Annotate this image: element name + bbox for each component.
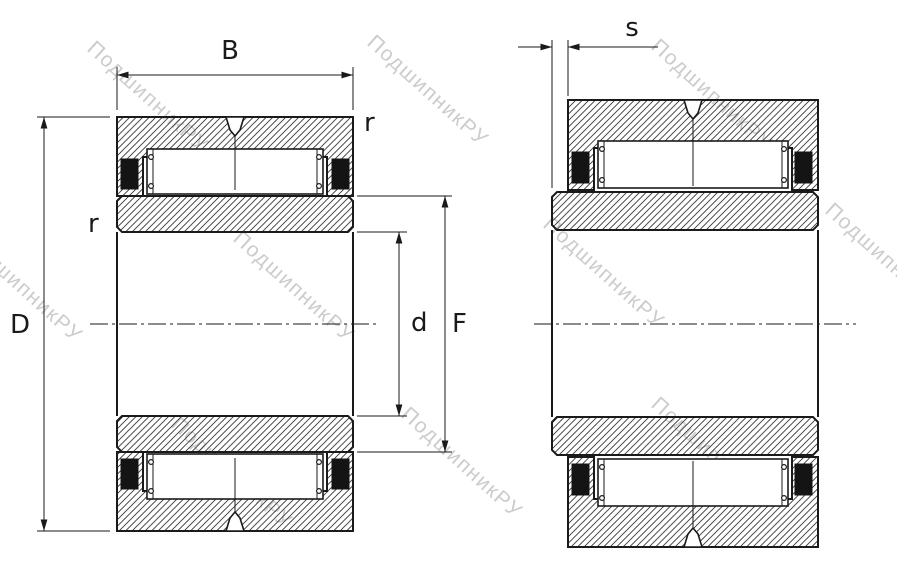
dimension-D: D xyxy=(10,116,110,532)
lube-groove-top xyxy=(682,99,704,121)
cage-pin-icon xyxy=(316,488,323,495)
lube-groove-bottom xyxy=(682,526,704,548)
lube-groove-bottom xyxy=(224,510,246,532)
label-d: d xyxy=(411,308,428,338)
dimension-s: s xyxy=(518,13,658,188)
cage-pin-icon xyxy=(148,459,155,466)
cage-pin-icon xyxy=(598,495,605,502)
watermark-text: ПодшипникРУ xyxy=(363,31,493,151)
cage-pin-icon xyxy=(780,495,787,502)
cage-pin-icon xyxy=(316,183,323,190)
left-view xyxy=(90,116,380,532)
inner-ring-bottom-section xyxy=(116,415,354,453)
extension-lines-F xyxy=(357,195,452,453)
label-r-inner: r xyxy=(88,209,99,239)
cage-pin-icon xyxy=(780,146,787,153)
label-D: D xyxy=(10,310,30,340)
cage-pin-icon xyxy=(148,488,155,495)
seal-top-right xyxy=(794,151,813,184)
seal-bottom-left xyxy=(120,458,139,490)
seal-top-left xyxy=(571,151,590,184)
inner-ring-bottom-section xyxy=(551,416,819,456)
label-B: B xyxy=(221,36,239,66)
seal-bottom-left xyxy=(571,463,590,496)
cage-pin-icon xyxy=(316,459,323,466)
cage-pin-icon xyxy=(148,154,155,161)
inner-ring-top-section xyxy=(551,191,819,231)
dimension-B: B xyxy=(116,36,354,110)
cage-pin-icon xyxy=(148,183,155,190)
cage-pin-icon xyxy=(780,177,787,184)
watermark-text: ПодшипникРУ xyxy=(821,199,897,319)
extension-lines-s xyxy=(551,40,569,188)
seal-top-right xyxy=(331,158,350,190)
label-F: F xyxy=(452,309,467,339)
right-view xyxy=(534,99,856,548)
dimension-F: F xyxy=(357,195,467,453)
label-s: s xyxy=(625,13,639,43)
dimension-d: d xyxy=(357,231,428,417)
seal-bottom-right xyxy=(331,458,350,490)
cage-pin-icon xyxy=(780,464,787,471)
cage-pin-icon xyxy=(598,464,605,471)
label-r-outer: r xyxy=(364,108,375,138)
cage-pin-icon xyxy=(598,177,605,184)
seal-bottom-right xyxy=(794,463,813,496)
extension-lines-D xyxy=(37,116,110,532)
cage-pin-icon xyxy=(598,146,605,153)
lube-groove-top xyxy=(224,116,246,138)
watermark-text: ПодшипникРУ xyxy=(229,227,359,347)
seal-top-left xyxy=(120,158,139,190)
cage-pin-icon xyxy=(316,154,323,161)
inner-ring-top-section xyxy=(116,195,354,233)
watermark-text: ПодшипникРУ xyxy=(397,403,527,523)
